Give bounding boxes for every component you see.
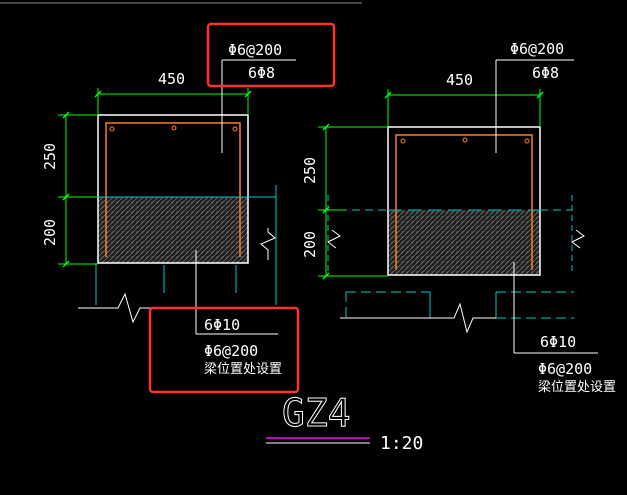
right-top-callout-bars: 6Φ8 <box>532 64 559 82</box>
right-section-detail: 450 250 200 Φ6@200 6Φ8 6Φ10 Φ6@200 梁位置处设… <box>301 40 616 395</box>
right-upper-height-label: 250 <box>301 157 319 184</box>
left-lower-height-label: 200 <box>41 219 59 246</box>
left-top-callout-bars: 6Φ8 <box>248 64 275 82</box>
right-top-callout-stirrup: Φ6@200 <box>510 40 564 58</box>
right-slab-hatch <box>388 210 540 275</box>
left-top-callout-stirrup: Φ6@200 <box>228 41 282 59</box>
left-bottom-callout-bars: 6Φ10 <box>204 316 240 334</box>
drawing-title: GZ4 <box>282 391 351 435</box>
left-slab-hatch <box>98 197 248 263</box>
right-break-line <box>340 302 496 334</box>
right-break-line <box>327 229 341 249</box>
left-rebar-dot <box>171 125 177 131</box>
left-bottom-callout-stirrup: Φ6@200 <box>204 342 258 360</box>
left-break-line <box>260 228 276 260</box>
drawing-title-block: GZ4 1:20 <box>266 391 423 454</box>
top-callout-highlight-box <box>206 22 336 88</box>
right-rebar-dot <box>524 138 530 144</box>
right-bottom-callout-bars: 6Φ10 <box>540 333 576 351</box>
drawing-scale: 1:20 <box>380 433 423 454</box>
left-column-outline <box>97 114 249 264</box>
right-lower-height-label: 200 <box>301 231 319 258</box>
left-section-detail: 450 250 200 Φ6@200 6Φ8 6Φ10 Φ6@200 梁位置处设… <box>41 22 336 394</box>
right-rebar-dot <box>400 138 406 144</box>
right-beam-line <box>345 292 430 319</box>
bottom-callout-highlight-box <box>148 306 300 394</box>
left-upper-height-label: 250 <box>41 143 59 170</box>
right-break-line <box>571 229 585 249</box>
left-break-line <box>78 292 152 324</box>
left-rebar-dot <box>109 126 115 132</box>
right-rebar-stirrup <box>395 134 533 270</box>
right-column-outline <box>387 126 541 276</box>
left-bottom-callout-note: 梁位置处设置 <box>204 362 282 377</box>
left-rebar-stirrup <box>105 122 241 257</box>
right-width-label: 450 <box>446 71 473 89</box>
right-rebar-dot <box>462 137 468 143</box>
right-bottom-callout-stirrup: Φ6@200 <box>538 360 592 378</box>
left-width-label: 450 <box>158 70 185 88</box>
right-bottom-callout-note: 梁位置处设置 <box>538 380 616 395</box>
left-rebar-dot <box>232 126 238 132</box>
